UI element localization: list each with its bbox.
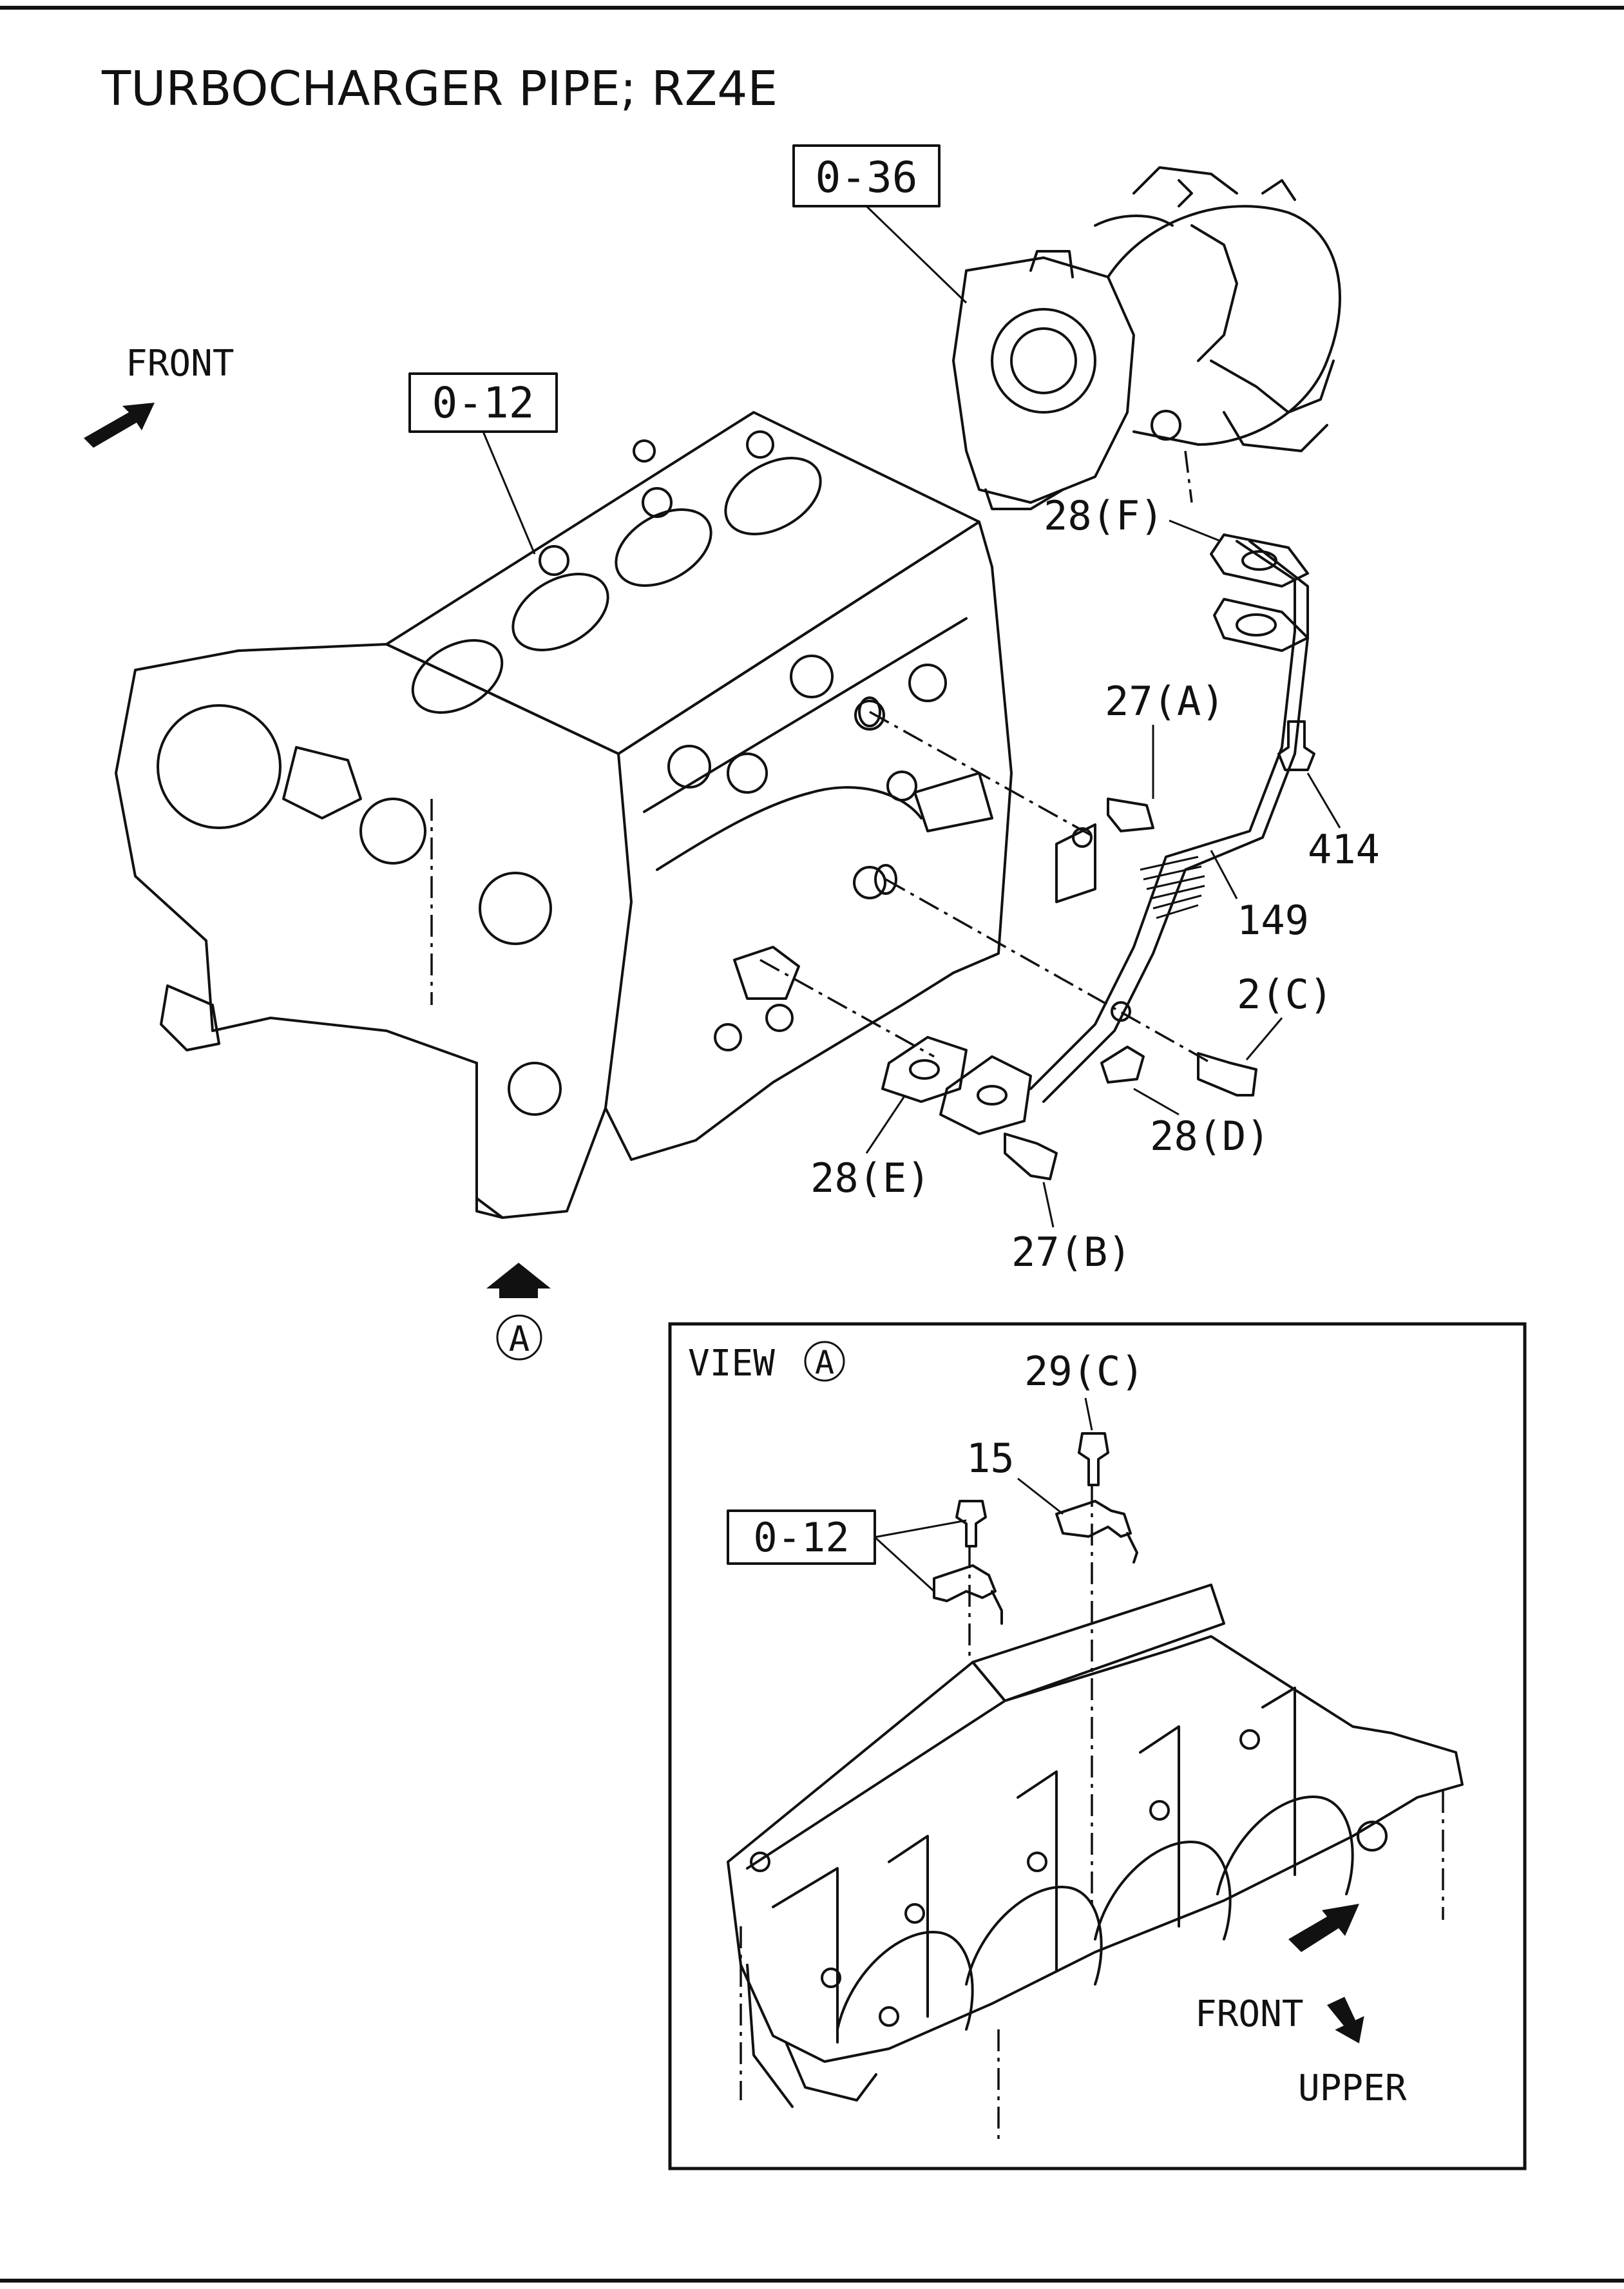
callout-414: 414 [1308, 826, 1380, 873]
page-title: TURBOCHARGER PIPE; RZ4E [102, 61, 778, 117]
arrow-front-small-icon [1288, 1904, 1359, 1952]
callout-15: 15 [966, 1435, 1015, 1482]
bolt-29c [1078, 1432, 1109, 1486]
callout-29c: 29(C) [1024, 1348, 1145, 1395]
view-front-label: FRONT [1195, 1993, 1304, 2035]
leader-149 [1210, 850, 1238, 899]
leader-28e [865, 1095, 906, 1154]
turbo-ref-label: 0-36 [816, 153, 918, 202]
oil-pipe-149-drawing [939, 540, 1309, 1135]
callout-28d: 28(D) [1150, 1113, 1270, 1160]
view-block-ref-leader-a [874, 1519, 967, 1538]
lower-crankcase-drawing [727, 1584, 1464, 2139]
install-line-28e [759, 959, 935, 1058]
view-a-box [668, 1322, 1527, 2170]
arrow-upper-icon [1326, 1997, 1364, 2044]
leader-27b [1042, 1182, 1055, 1228]
cylinder-block-drawing [115, 411, 1013, 1219]
callout-28f: 28(F) [1044, 492, 1164, 539]
arrow-view-icon [486, 1263, 551, 1298]
callout-27a: 27(A) [1105, 678, 1225, 725]
leader-414 [1306, 772, 1341, 828]
view-oil-jet-ref [933, 1564, 997, 1602]
leader-15 [1017, 1477, 1064, 1515]
view-box-marker-label: A [815, 1344, 834, 1381]
bolt-27b [1004, 1133, 1058, 1180]
callout-2c: 2(C) [1237, 971, 1333, 1018]
gasket-28f [1210, 533, 1309, 588]
bolt-27a [1107, 798, 1154, 832]
view-upper-label: UPPER [1298, 2067, 1407, 2109]
callout-149: 149 [1237, 897, 1309, 944]
leader-2c [1245, 1017, 1283, 1060]
install-line-turbo [1184, 450, 1193, 503]
leader-29c [1084, 1397, 1093, 1431]
view-block-ref-label: 0-12 [753, 1514, 849, 1561]
gasket-28d [1100, 1046, 1145, 1084]
block-ref-leader [482, 431, 536, 555]
front-label-top: FRONT [126, 343, 234, 385]
install-line-2c [885, 878, 1212, 1064]
arrow-front-icon [84, 403, 155, 448]
view-marker-circle [496, 1314, 542, 1361]
view-oil-jet-ref-tip [991, 1590, 1003, 1625]
view-box-title: VIEW [688, 1343, 775, 1384]
callout-28e: 28(E) [810, 1154, 931, 1202]
gasket-28f-hole [1241, 550, 1277, 571]
install-line-27a [869, 711, 1096, 839]
gasket-28e-hole [909, 1059, 940, 1080]
view-block-ref-leader-b [874, 1536, 935, 1593]
turbo-ref-leader [865, 205, 968, 304]
leader-28f [1169, 519, 1221, 542]
oil-jet-15-tip [1126, 1532, 1138, 1564]
gasket-28e [881, 1036, 968, 1103]
turbocharger-drawing [952, 166, 1341, 510]
leader-28d [1133, 1087, 1180, 1116]
block-ref-label: 0-12 [432, 378, 535, 428]
view-box-marker-circle [804, 1341, 845, 1382]
bolt-414 [1277, 720, 1315, 771]
callout-27b: 27(B) [1011, 1229, 1132, 1276]
view-marker-label: A [509, 1319, 530, 1359]
oil-jet-15 [1055, 1500, 1132, 1538]
view-bolt-ref [955, 1500, 987, 1547]
bolt-2c [1197, 1052, 1257, 1097]
